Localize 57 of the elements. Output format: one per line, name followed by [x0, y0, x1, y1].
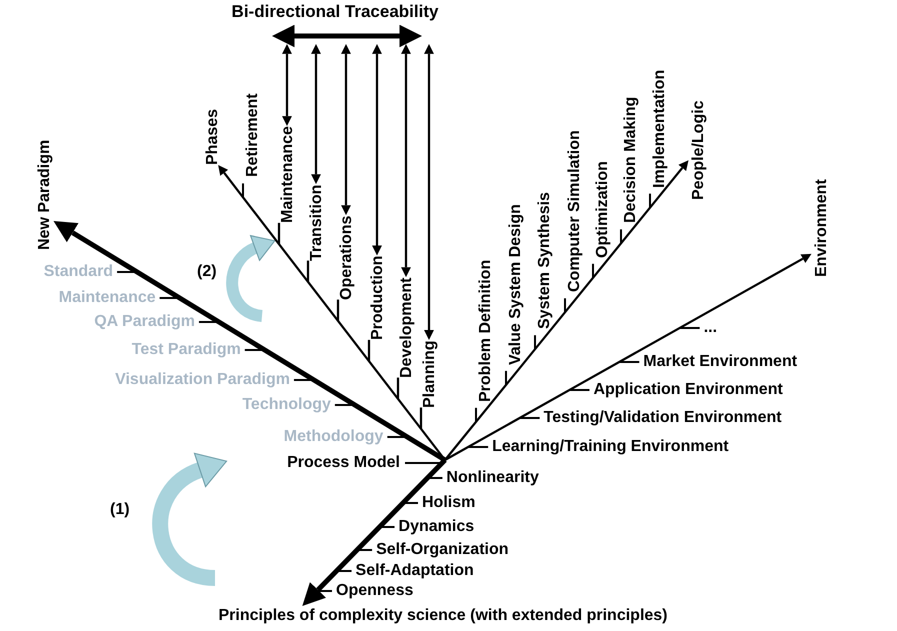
- tick-label: Technology: [242, 395, 331, 414]
- axis-label: Principles of complexity science (with extended principles): [218, 606, 668, 625]
- tick-label: Value System Design: [506, 204, 524, 365]
- branch-line: [420, 408, 422, 429]
- tick-label: Problem Definition: [476, 260, 494, 402]
- tick-label: Visualization Paradigm: [115, 370, 290, 389]
- axis-label: Development: [396, 277, 416, 378]
- tick-label: Implementation: [650, 69, 668, 188]
- branch-line: [336, 300, 340, 321]
- axis-label: People/Logic: [688, 100, 708, 200]
- tick-label: Testing/Validation Environment: [544, 408, 782, 427]
- double-arrow: [372, 44, 382, 256]
- tick-label: Openness: [336, 581, 414, 600]
- double-arrow: [311, 44, 321, 184]
- axis-label: Phases: [202, 108, 222, 165]
- step-number: (2): [197, 262, 217, 281]
- double-arrow: [424, 44, 434, 340]
- tick-label: ...: [704, 318, 718, 337]
- arrow: [444, 254, 812, 461]
- tick-label: Holism: [422, 493, 476, 512]
- tick-label: Market Environment: [643, 352, 798, 371]
- arrow: [302, 458, 447, 606]
- step-number: (1): [110, 500, 130, 519]
- axis-label: Maintenance: [278, 126, 296, 223]
- tick-label: Methodology: [284, 427, 384, 446]
- tick-label: Decision Making: [620, 97, 640, 224]
- branch-line: [368, 340, 370, 362]
- axis-label: Transition: [306, 184, 326, 261]
- tick-label: Standard: [44, 262, 114, 281]
- branch-line: [306, 260, 310, 282]
- tick-label: Process Model: [287, 453, 400, 472]
- tick-label: Retirement: [242, 94, 262, 178]
- tick-label: System Synthesis: [534, 192, 554, 330]
- tick-label: Learning/Training Environment: [492, 437, 729, 456]
- tick-label: QA Paradigm: [94, 312, 195, 331]
- tick-label: Nonlinearity: [446, 468, 539, 487]
- double-arrow: [401, 44, 411, 278]
- double-arrow: [282, 44, 292, 126]
- tick-label: Test Paradigm: [132, 340, 241, 359]
- tick-label: Dynamics: [398, 517, 474, 536]
- axis-label: Environment: [812, 179, 830, 277]
- double-arrow: [341, 44, 351, 216]
- arrow: [54, 220, 446, 462]
- heading-label: Bi-directional Traceability: [230, 2, 440, 21]
- tick-label: Computer Simulation: [564, 130, 584, 292]
- arrow: [444, 160, 688, 461]
- tick-label: Optimization: [592, 160, 612, 258]
- axis-label: Operations: [336, 215, 356, 300]
- tick-label: Self-Adaptation: [356, 561, 474, 580]
- tick-label: Self-Organization: [376, 540, 509, 559]
- axis-label: Production: [368, 255, 386, 340]
- branch-line: [396, 378, 400, 399]
- axis-label: Planning: [420, 340, 438, 408]
- tick-label: Maintenance: [58, 288, 156, 307]
- branch-line: [278, 222, 280, 244]
- tick-label: Application Environment: [593, 380, 783, 399]
- axis-label: New Paradigm: [34, 140, 54, 250]
